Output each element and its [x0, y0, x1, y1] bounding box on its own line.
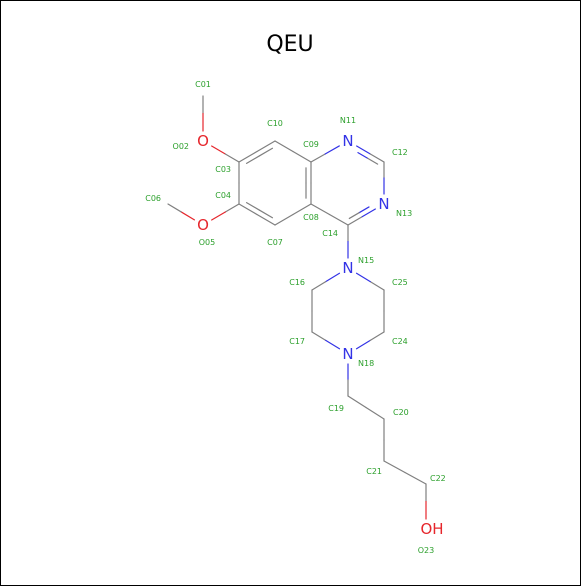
- bond-c07-c08: [292, 203, 312, 216]
- bond-c03-c10: [256, 140, 276, 153]
- bond-n18-c24: [355, 339, 371, 350]
- bond-c09-n11: [324, 145, 340, 155]
- atom-label-c14: C14: [322, 229, 338, 238]
- atom-label-c08: C08: [303, 213, 319, 222]
- bond-c04-o05: [224, 203, 240, 213]
- bond-n15-c16: [311, 281, 327, 291]
- bond-c03-c10-double: [258, 147, 274, 157]
- bond-c03-c10-double: [245, 155, 261, 164]
- bond-o05-c06: [180, 211, 196, 221]
- bond-c21-c22: [404, 471, 427, 485]
- bond-c04-c07-double: [258, 209, 274, 219]
- atom-label-c16: C16: [289, 278, 305, 287]
- bond-c17-n18: [325, 339, 341, 350]
- atom-label-o02: O02: [173, 142, 189, 151]
- bond-c09-n11: [310, 153, 326, 163]
- atom-symbol-n11: N: [342, 132, 353, 150]
- atom-label-n18: N18: [358, 359, 374, 368]
- bond-layer: [167, 95, 427, 520]
- bond-n11-c12-double: [367, 157, 379, 165]
- atom-label-n11: N11: [340, 116, 356, 125]
- bond-n13-c14-double: [348, 212, 360, 220]
- bond-n13-c14: [361, 208, 376, 218]
- atom-label-c24: C24: [392, 337, 408, 346]
- atom-label-o05: O05: [199, 238, 215, 247]
- bond-c21-c22: [383, 460, 406, 474]
- bond-c04-o05: [211, 211, 226, 221]
- bond-n11-c12: [356, 145, 371, 155]
- atom-label-n15: N15: [358, 256, 374, 265]
- atom-label-o23: O23: [418, 546, 434, 555]
- atom-label-c04: C04: [215, 191, 231, 200]
- bond-c09-c10: [274, 140, 294, 153]
- bond-n13-c14-double: [358, 206, 370, 214]
- bond-c14-c08: [310, 203, 331, 216]
- bond-o02-c03: [224, 153, 240, 163]
- atom-symbol-n13: N: [378, 195, 389, 213]
- atom-symbol-n18: N: [342, 345, 353, 363]
- atom-symbol-o23: OH: [420, 520, 443, 538]
- bond-c19-c20: [365, 406, 385, 420]
- atom-label-c22: C22: [430, 474, 446, 483]
- atom-symbol-n15: N: [342, 259, 353, 277]
- atom-symbol-o05: O: [197, 216, 209, 234]
- bond-n11-c12-double: [357, 151, 369, 159]
- atom-label-c09: C09: [303, 140, 319, 149]
- bond-c03-c10: [238, 150, 258, 163]
- diagram-title: QEU: [266, 32, 313, 57]
- bond-n15-c16: [325, 272, 341, 283]
- atom-symbol-layer: N N N N O O OH: [197, 132, 443, 538]
- atom-label-c19: C19: [328, 404, 344, 413]
- atom-label-c12: C12: [392, 148, 408, 157]
- atom-label-c10: C10: [267, 119, 283, 128]
- atom-label-c01: C01: [195, 80, 211, 89]
- bond-n13-c14: [347, 216, 363, 226]
- atom-symbol-o02: O: [197, 132, 209, 150]
- bond-o05-c06: [167, 203, 182, 213]
- bond-n18-c24: [369, 331, 385, 341]
- atom-label-n13: N13: [396, 209, 412, 218]
- bond-c04-c07-double: [245, 202, 261, 211]
- atom-label-c21: C21: [366, 467, 382, 476]
- atom-label-c20: C20: [393, 408, 409, 417]
- bond-c17-n18: [311, 331, 327, 341]
- bond-c04-c07: [238, 203, 258, 216]
- bond-o02-c03: [211, 145, 226, 155]
- atom-label-c25: C25: [392, 278, 408, 287]
- atom-label-c07: C07: [267, 238, 283, 247]
- bond-c25-n15: [355, 272, 371, 283]
- bond-c25-n15: [369, 281, 385, 291]
- atom-label-c06: C06: [145, 194, 161, 203]
- bond-c14-c08: [328, 213, 349, 226]
- bond-c19-c20: [347, 395, 367, 409]
- bond-c07-c08: [274, 213, 294, 226]
- bond-c04-c07: [256, 213, 276, 226]
- bond-c09-c10: [292, 150, 312, 163]
- atom-label-c03: C03: [215, 165, 231, 174]
- atom-label-c17: C17: [289, 337, 305, 346]
- bond-n11-c12: [369, 153, 385, 163]
